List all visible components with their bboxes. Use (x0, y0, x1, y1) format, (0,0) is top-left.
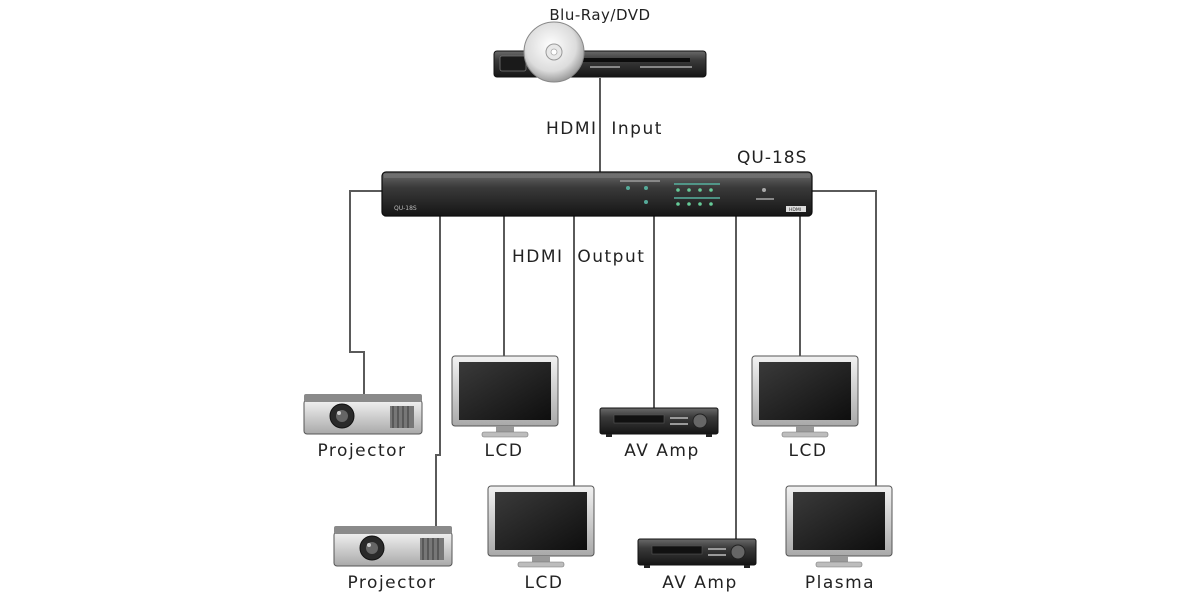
plasma-monitor-icon (785, 485, 893, 568)
lcd-monitor-icon (451, 355, 559, 438)
hub-panel-text: QU-18S (394, 205, 417, 212)
output-label-lcd-2: LCD (788, 441, 828, 461)
hdmi-output-label: HDMI Output (512, 247, 646, 267)
av-amplifier-icon (637, 538, 757, 568)
output-label-lcd-1: LCD (484, 441, 524, 461)
cable-plasma (808, 190, 877, 486)
connection-lines (349, 78, 877, 540)
hdmi-input-label: HDMI Input (546, 119, 663, 139)
output-label-av-amp-1: AV Amp (624, 441, 700, 461)
source-label: Blu-Ray/DVD (549, 6, 651, 24)
output-label-lcd-3: LCD (524, 573, 564, 593)
lcd-monitor-icon (487, 485, 595, 568)
model-label: QU-18S (737, 148, 808, 168)
output-label-projector-2: Projector (347, 573, 437, 593)
hdmi-splitter-icon: QU-18S HDMI (381, 171, 813, 217)
cable-projector-2 (435, 215, 441, 528)
cable-projector-1 (349, 190, 384, 396)
output-label-projector-1: Projector (317, 441, 407, 461)
output-label-plasma: Plasma (804, 573, 876, 593)
projector-icon (333, 526, 453, 567)
projector-icon (303, 394, 423, 435)
bluray-dvd-player-icon (493, 21, 707, 83)
output-label-av-amp-2: AV Amp (662, 573, 738, 593)
lcd-monitor-icon (751, 355, 859, 438)
hub-brand-text: HDMI (789, 207, 801, 213)
av-amplifier-icon (599, 407, 719, 437)
